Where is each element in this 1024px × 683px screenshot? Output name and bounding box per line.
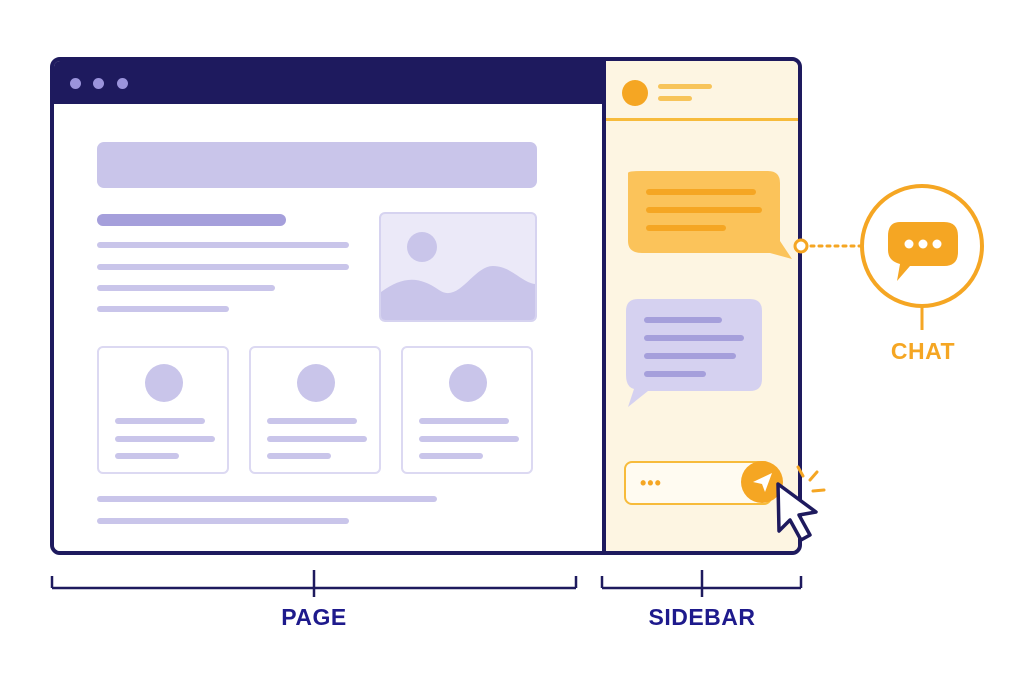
text-line xyxy=(97,306,229,312)
window-control-dot[interactable] xyxy=(117,78,128,89)
footer-text-line xyxy=(97,496,437,502)
card-line xyxy=(267,436,367,442)
chat-bubble-icon xyxy=(888,222,958,281)
content-card[interactable] xyxy=(97,346,229,474)
card-avatar xyxy=(297,364,335,402)
text-line xyxy=(97,264,349,270)
page-bracket xyxy=(50,570,578,597)
chat-messages xyxy=(626,171,792,407)
footer-text-line xyxy=(97,518,349,524)
card-line xyxy=(419,453,483,459)
send-button[interactable] xyxy=(741,461,783,503)
chat-label: CHAT xyxy=(890,338,956,364)
image-placeholder-icon xyxy=(381,232,535,320)
card-line xyxy=(419,436,519,442)
page-sidebar-divider xyxy=(602,61,606,551)
page-label: PAGE xyxy=(281,604,347,630)
mouse-pointer-icon xyxy=(776,482,818,542)
incoming-message-bubble xyxy=(628,171,792,259)
browser-window: ••• xyxy=(50,57,802,555)
card-line xyxy=(267,418,357,424)
article-heading xyxy=(97,214,286,226)
content-card[interactable] xyxy=(401,346,533,474)
chat-connector xyxy=(793,238,864,254)
send-icon xyxy=(753,473,772,492)
window-control-dot[interactable] xyxy=(70,78,81,89)
card-avatar xyxy=(145,364,183,402)
card-line xyxy=(115,418,205,424)
outgoing-message-bubble xyxy=(626,299,762,407)
card-line xyxy=(419,418,509,424)
text-line xyxy=(97,242,349,248)
sidebar-label: SIDEBAR xyxy=(648,604,756,630)
text-line xyxy=(97,285,275,291)
sidebar-header xyxy=(606,61,798,121)
click-sparks xyxy=(796,465,826,493)
card-line xyxy=(267,453,331,459)
card-avatar xyxy=(449,364,487,402)
card-line xyxy=(115,436,215,442)
window-titlebar xyxy=(54,61,602,104)
hero-banner xyxy=(97,142,537,188)
window-control-dot[interactable] xyxy=(93,78,104,89)
sidebar-header-line xyxy=(658,84,712,89)
page-area xyxy=(54,104,602,551)
sidebar-bracket xyxy=(600,570,803,597)
card-line xyxy=(115,453,179,459)
sidebar-header-line xyxy=(658,96,692,101)
image-placeholder xyxy=(379,212,537,322)
input-placeholder-dots: ••• xyxy=(640,473,662,493)
sidebar-avatar xyxy=(622,80,648,106)
sidebar-panel: ••• xyxy=(606,61,798,551)
content-card[interactable] xyxy=(249,346,381,474)
